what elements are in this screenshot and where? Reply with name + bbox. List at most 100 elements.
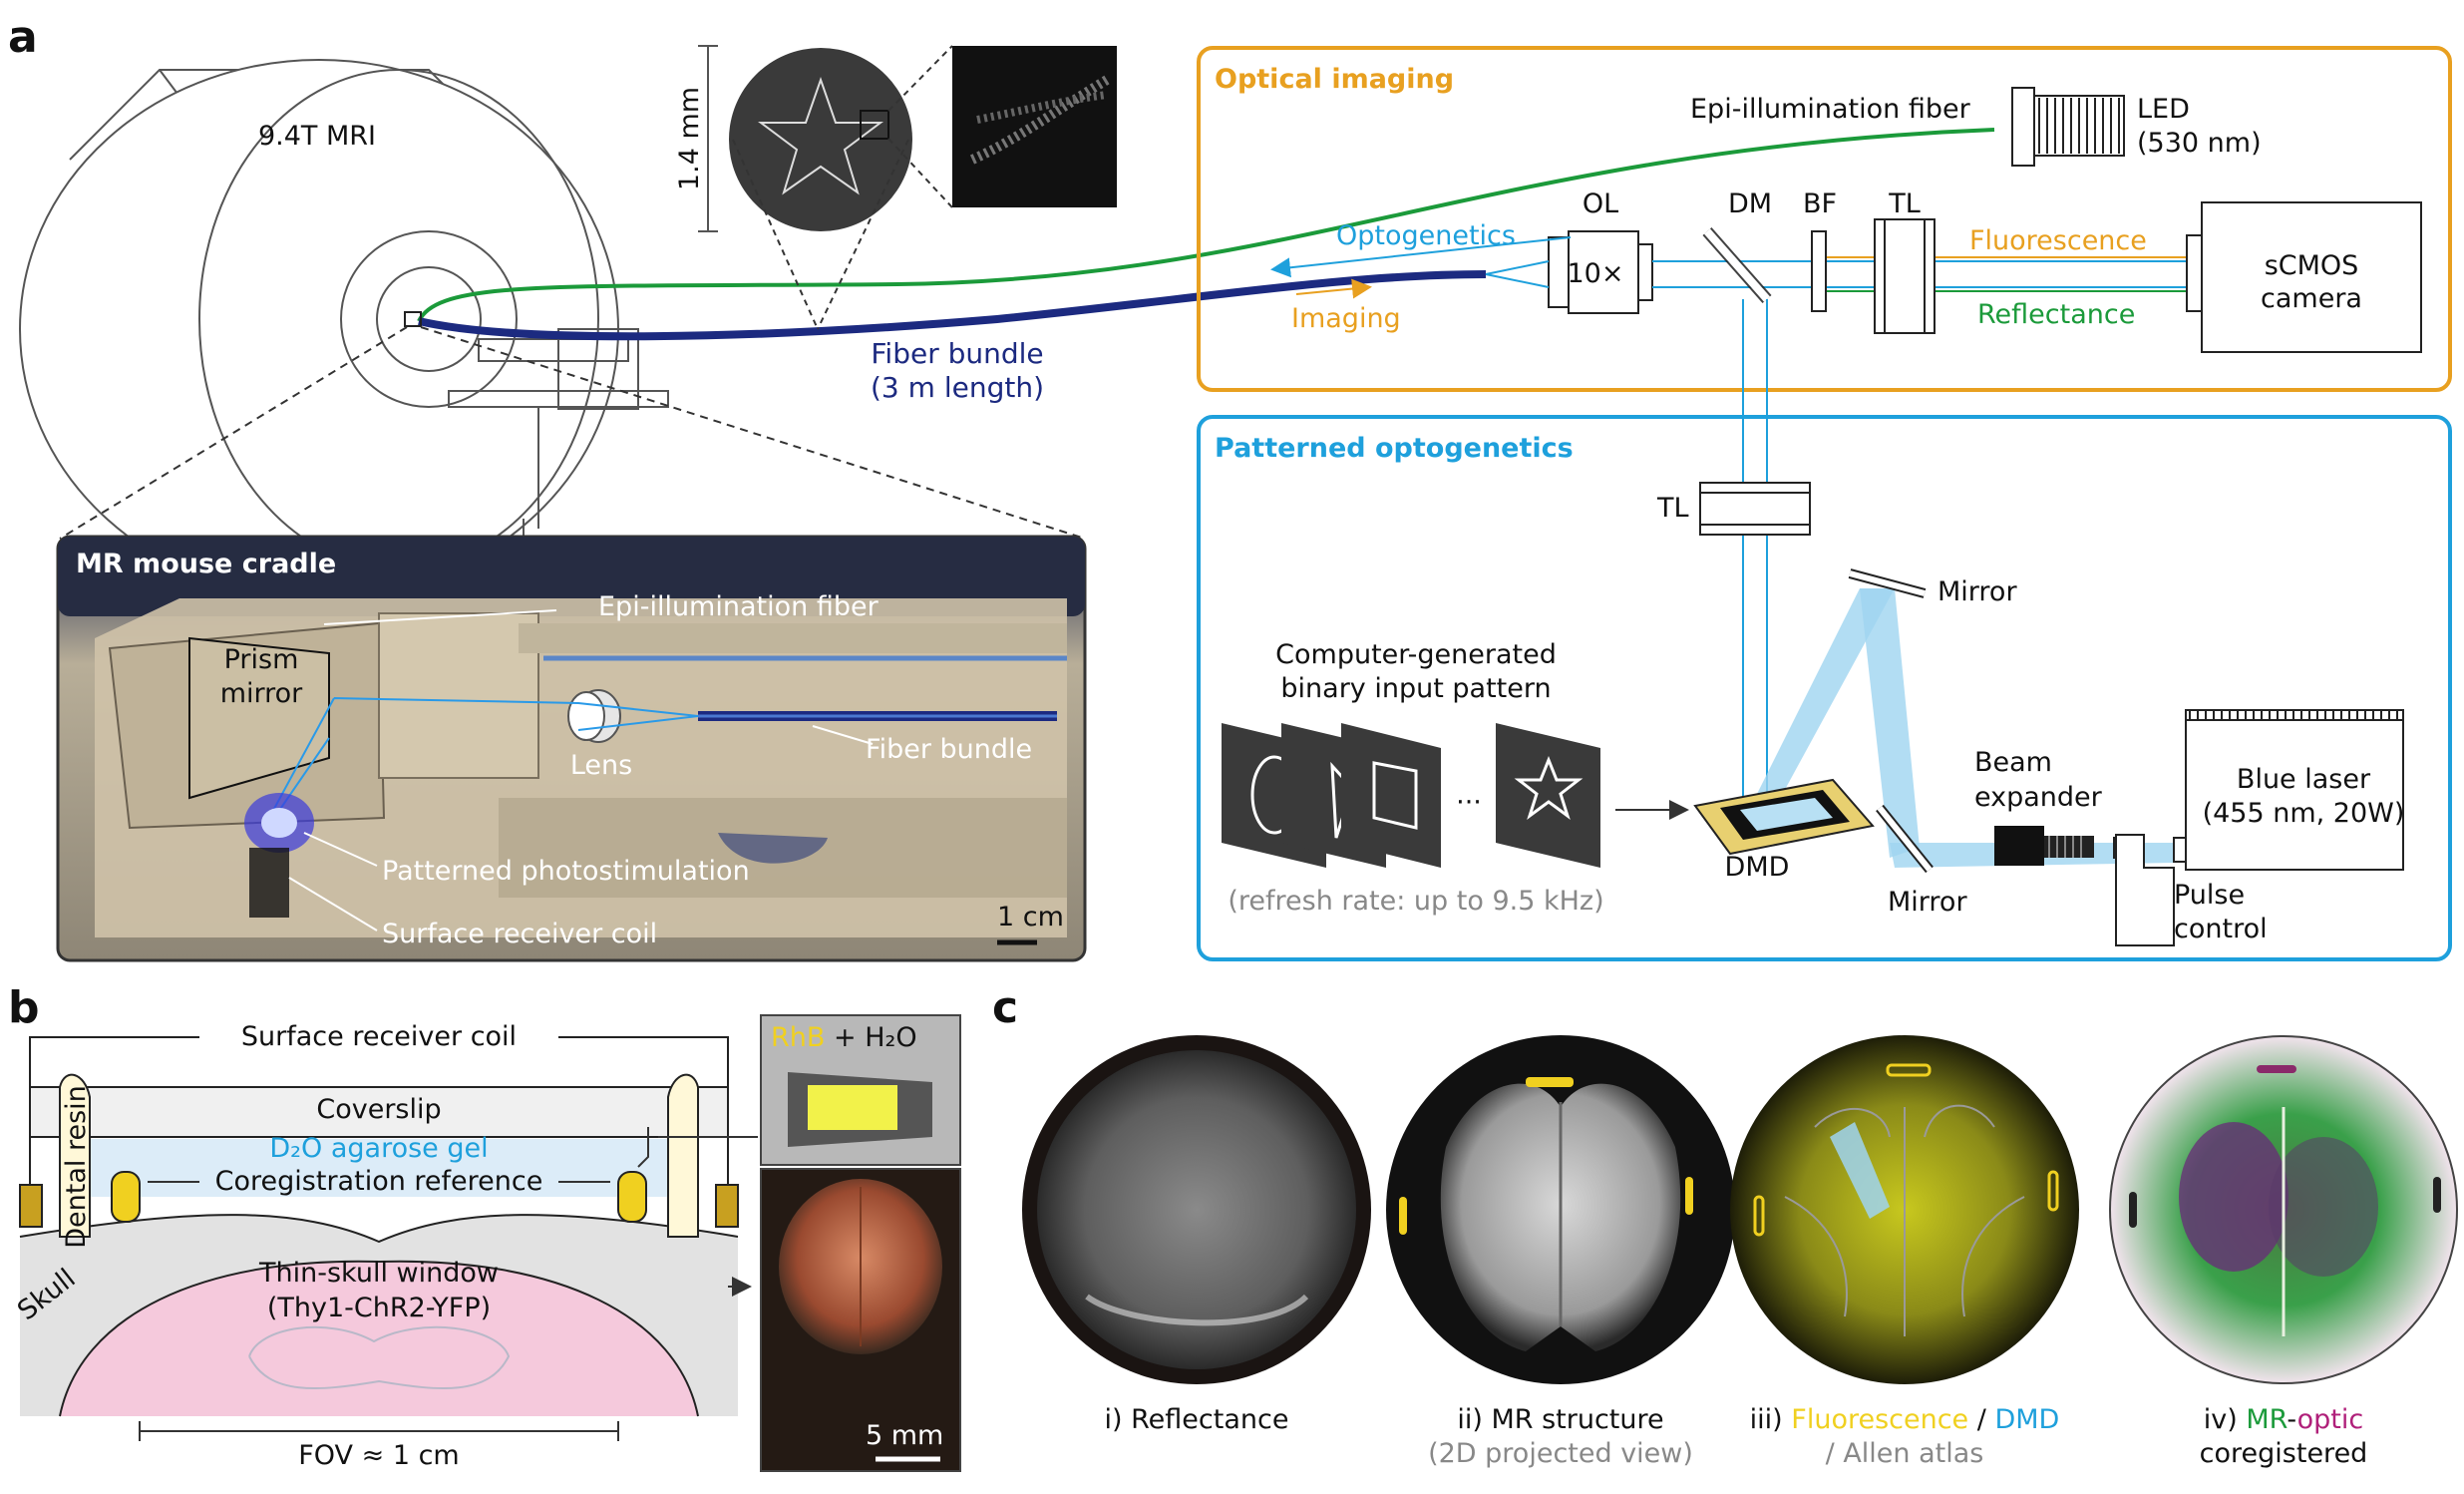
mirror-bottom-label: Mirror	[1888, 887, 1967, 918]
pulse-label-1: Pulse	[2174, 880, 2245, 911]
lens-label: Lens	[570, 750, 632, 781]
panel-b-label: b	[8, 982, 40, 1033]
image-mr-structure	[1386, 1035, 1735, 1384]
tl-label: TL	[1888, 188, 1921, 219]
objective-mag: 10×	[1568, 258, 1624, 289]
rhb-text: RhB + H₂O	[771, 1022, 917, 1053]
pulse-control-icon	[2113, 834, 2175, 946]
cradle-title: MR mouse cradle	[76, 549, 336, 579]
led-icon	[2011, 87, 2125, 167]
rhb-vial-photo	[760, 1014, 961, 1166]
beam-expander-label-1: Beam	[1974, 747, 2052, 778]
laser-label-2: (455 nm, 20W)	[2203, 798, 2405, 829]
bandpass-filter-icon	[1811, 230, 1827, 312]
fiber-bundle-length: (3 m length)	[871, 371, 1044, 404]
optical-imaging-box	[1197, 46, 2452, 392]
photo-scale-label: 5 mm	[866, 1420, 943, 1451]
coverslip-label: Coverslip	[316, 1094, 441, 1125]
prism-label-1: Prism	[224, 644, 299, 675]
beam-expander-icon	[1994, 826, 2094, 866]
tube-lens-2-icon	[1699, 482, 1811, 536]
cradle-epi-fiber-label: Epi-illumination fiber	[598, 591, 880, 622]
photostim-label: Patterned photostimulation	[382, 856, 750, 887]
cap-coreg-1: iv) MR-optic	[2204, 1404, 2363, 1435]
cap-fluor-2: / Allen atlas	[1826, 1438, 1984, 1469]
patterned-optogenetics-title: Patterned optogenetics	[1215, 433, 1574, 464]
cap-coreg-2: coregistered	[2200, 1438, 2368, 1469]
b-coil-label: Surface receiver coil	[241, 1021, 517, 1052]
cap-reflectance: i) Reflectance	[1105, 1404, 1289, 1435]
dm-label: DM	[1728, 188, 1772, 219]
objective-lens-icon	[1548, 230, 1653, 314]
refresh-rate-label: (refresh rate: up to 9.5 kHz)	[1228, 886, 1603, 917]
camera-label-2: camera	[2261, 283, 2362, 314]
fiber-bundle-label: Fiber bundle	[871, 337, 1043, 370]
beam-expander-label-2: expander	[1974, 782, 2103, 813]
panel-a-label: a	[8, 12, 38, 63]
star-pattern-2-icon	[1514, 755, 1584, 820]
image-fluorescence	[1730, 1035, 2079, 1384]
optogenetics-label: Optogenetics	[1336, 220, 1516, 251]
cap4-dash: -	[2287, 1404, 2296, 1435]
scale-1-4mm: 1.4 mm	[674, 87, 705, 190]
mri-label: 9.4T MRI	[258, 121, 376, 152]
tl2-label: TL	[1656, 493, 1689, 524]
scmos-camera-icon	[2186, 201, 2422, 353]
pattern-ellipsis: ···	[1456, 787, 1482, 818]
pattern-label-1: Computer-generated	[1275, 639, 1557, 670]
cap-mr-1: ii) MR structure	[1457, 1404, 1663, 1435]
mri-scanner-drawing	[19, 59, 669, 599]
mirror-top-label: Mirror	[1937, 576, 2017, 607]
cradle-scale-label: 1 cm	[997, 902, 1064, 933]
coil-label: Surface receiver coil	[382, 919, 657, 949]
gel-label: D₂O agarose gel	[269, 1133, 488, 1164]
pulse-label-2: control	[2174, 914, 2268, 944]
coreg-ref-label: Coregistration reference	[215, 1166, 543, 1197]
binary-pattern-stack	[1222, 723, 1600, 868]
patterned-optogenetics-box	[1197, 415, 2452, 961]
blue-laser-icon	[2173, 709, 2404, 871]
cap3-dmd: DMD	[1994, 1404, 2059, 1435]
led-label: LED	[2137, 94, 2190, 125]
star-pattern-icon	[758, 76, 883, 195]
cradle-photo	[56, 535, 1087, 962]
dental-resin-label: Dental resin	[61, 1085, 92, 1249]
epi-fiber-label: Epi-illumination fiber	[1690, 94, 1971, 125]
laser-label-1: Blue laser	[2237, 764, 2371, 795]
window-schematic	[19, 1036, 758, 1441]
square-pattern-icon	[1372, 761, 1418, 830]
dmd-chip-icon	[1693, 778, 1875, 856]
optical-imaging-title: Optical imaging	[1215, 64, 1454, 95]
image-reflectance	[1022, 1035, 1371, 1384]
image-coregistered	[2109, 1035, 2458, 1384]
dmd-label: DMD	[1725, 852, 1790, 883]
brain-window-photo	[760, 1168, 961, 1472]
rhb-label: RhB	[771, 1022, 825, 1053]
window-label-2: (Thy1-ChR2-YFP)	[267, 1293, 491, 1323]
panel-c-label: c	[992, 982, 1018, 1033]
fluorescence-label: Fluorescence	[1969, 225, 2147, 256]
cap4-mr: MR	[2246, 1404, 2287, 1435]
prism-label-2: mirror	[220, 678, 303, 709]
reflectance-label: Reflectance	[1977, 299, 2135, 330]
rhb-rest: + H₂O	[825, 1022, 916, 1053]
window-label-1: Thin-skull window	[258, 1258, 499, 1289]
led-wavelength: (530 nm)	[2137, 128, 2262, 159]
fov-label: FOV ≈ 1 cm	[298, 1440, 459, 1471]
camera-label-1: sCMOS	[2265, 250, 2359, 281]
cap4-prefix: iv)	[2204, 1404, 2247, 1435]
epi-fiber-line	[417, 128, 1995, 322]
zoom-line-right	[420, 326, 1086, 540]
cradle-fiber-bundle-label: Fiber bundle	[866, 734, 1032, 765]
imaging-label: Imaging	[1291, 303, 1401, 334]
bf-label: BF	[1803, 188, 1837, 219]
cap3-fluor: Fluorescence	[1791, 1404, 1968, 1435]
tube-lens-icon	[1874, 218, 1936, 334]
cradle-zoom-box	[404, 311, 422, 327]
fiber-bundle-line	[418, 270, 1487, 341]
cap-mr-2: (2D projected view)	[1428, 1438, 1693, 1469]
pattern-label-2: binary input pattern	[1280, 673, 1551, 704]
cap3-prefix: iii)	[1750, 1404, 1792, 1435]
fiber-crosssection-inset	[698, 45, 1117, 330]
